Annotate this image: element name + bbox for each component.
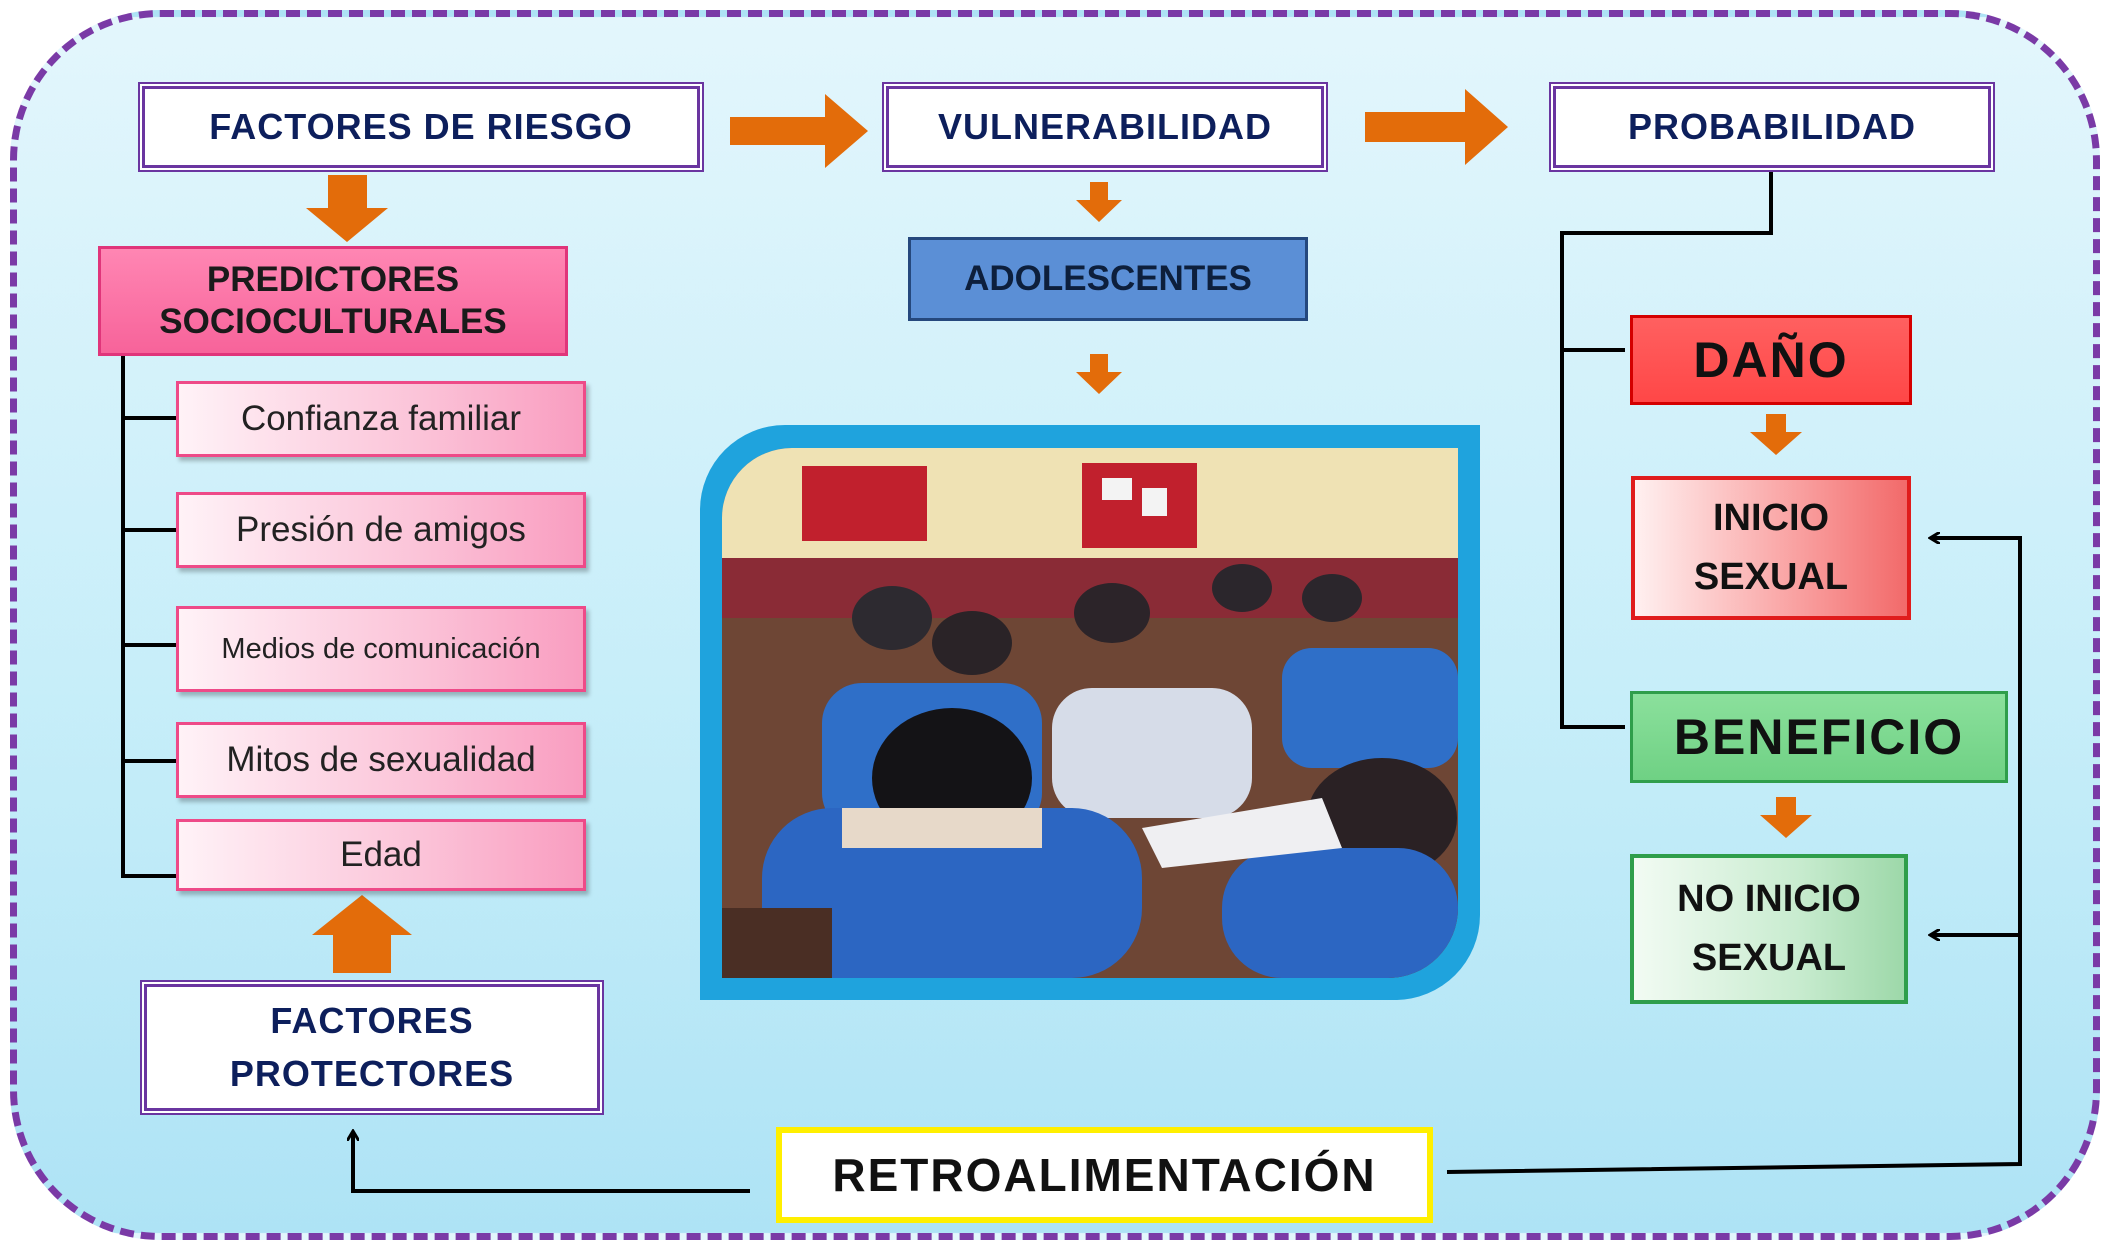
benefit-result-line2: SEXUAL <box>1691 937 1847 979</box>
factor-peer-pressure: Presión de amigos <box>176 492 586 568</box>
protective-factors-box: FACTORES PROTECTORES <box>144 984 600 1111</box>
protective-line2: PROTECTORES <box>229 1052 515 1094</box>
harm-result-line2: SEXUAL <box>1693 556 1849 598</box>
benefit-box: BENEFICIO <box>1630 691 2008 783</box>
factor-media: Medios de comunicación <box>176 606 586 692</box>
feedback-box: RETROALIMENTACIÓN <box>776 1127 1433 1223</box>
protective-line1: FACTORES <box>270 1000 474 1042</box>
classroom-photo <box>722 448 1458 978</box>
harm-box: DAÑO <box>1630 315 1912 405</box>
sexual-initiation-box: INICIO SEXUAL <box>1631 476 1911 620</box>
predictors-title-line2: SOCIOCULTURALES <box>159 302 507 341</box>
adolescents-box: ADOLESCENTES <box>908 237 1308 321</box>
factor-sexuality-myths: Mitos de sexualidad <box>176 722 586 798</box>
predictors-box: PREDICTORES SOCIOCULTURALES <box>98 246 568 356</box>
benefit-result-line1: NO INICIO <box>1677 878 1861 921</box>
harm-result-line1: INICIO <box>1712 497 1830 540</box>
vulnerability-header: VULNERABILIDAD <box>886 86 1324 168</box>
factor-family-trust: Confianza familiar <box>176 381 586 457</box>
predictors-title-line1: PREDICTORES <box>206 260 460 299</box>
probability-header: PROBABILIDAD <box>1553 86 1991 168</box>
risk-factors-header: FACTORES DE RIESGO <box>142 86 700 168</box>
factor-age: Edad <box>176 819 586 891</box>
no-sexual-initiation-box: NO INICIO SEXUAL <box>1630 854 1908 1004</box>
